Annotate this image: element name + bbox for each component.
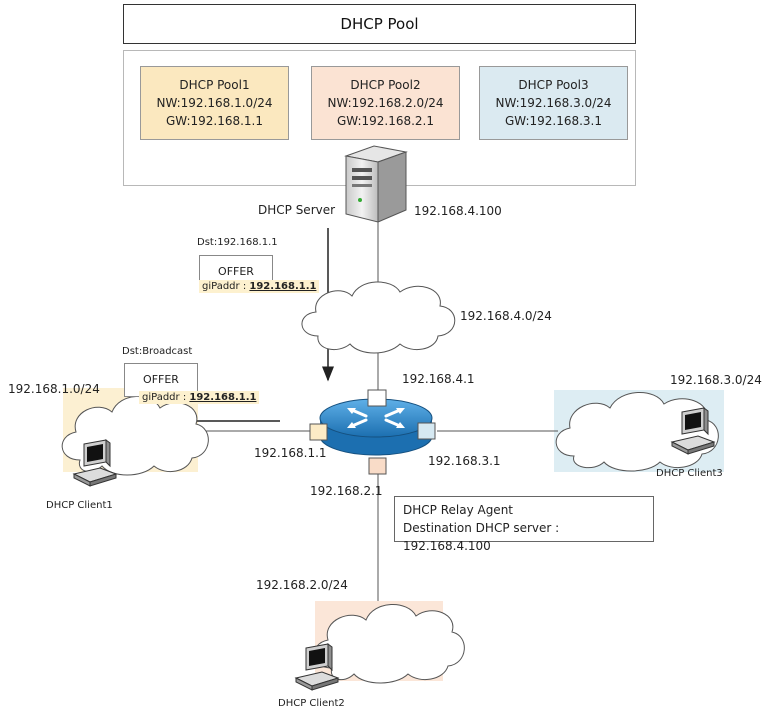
router-if3-label: 192.168.3.1: [428, 454, 501, 468]
server-ip-label: 192.168.4.100: [414, 204, 502, 218]
offer-server-value: 192.168.1.1: [249, 281, 317, 292]
cloud-net4: [301, 281, 456, 354]
offer-server-giaddr: giPaddr : 192.168.1.1: [199, 280, 320, 293]
dhcp-pool-title: DHCP Pool: [340, 15, 419, 33]
offer-server-title: OFFER: [218, 265, 254, 278]
pool2-network: NW:192.168.2.0/24: [327, 96, 444, 110]
router-if1-label: 192.168.1.1: [254, 446, 327, 460]
pool2-name: DHCP Pool2: [350, 78, 421, 92]
client1-label: DHCP Client1: [46, 500, 113, 511]
pool1-gateway: GW:192.168.1.1: [165, 114, 264, 128]
pool3-gateway: GW:192.168.3.1: [504, 114, 603, 128]
router-if2-label: 192.168.2.1: [310, 484, 383, 498]
offer-server-field: giPaddr :: [202, 281, 247, 292]
router-if4-label: 192.168.4.1: [402, 372, 475, 386]
offer-broadcast-dst: Dst:Broadcast: [122, 346, 193, 357]
server-label: DHCP Server: [258, 203, 336, 217]
relay-agent-title: DHCP Relay Agent: [403, 503, 513, 517]
relay-agent-box: DHCP Relay Agent Destination DHCP server…: [394, 496, 654, 553]
server-icon: [344, 145, 408, 223]
router-icon: [319, 398, 433, 456]
router-if-net2: [368, 457, 387, 475]
pool3-network: NW:192.168.3.0/24: [495, 96, 612, 110]
router-if-net3: [417, 422, 436, 440]
net1-label: 192.168.1.0/24: [8, 382, 100, 396]
pc-icon-client2: [294, 643, 340, 691]
router-if-net1: [309, 423, 328, 441]
pool1-name: DHCP Pool1: [179, 78, 250, 92]
pc-icon-client3: [670, 407, 716, 455]
offer-broadcast-title: OFFER: [143, 373, 179, 386]
net2-label: 192.168.2.0/24: [256, 578, 348, 592]
dhcp-pool-header: DHCP Pool: [123, 4, 636, 44]
relay-agent-destination: Destination DHCP server : 192.168.4.100: [403, 521, 560, 553]
pool3-name: DHCP Pool3: [518, 78, 589, 92]
pool2-gateway: GW:192.168.2.1: [336, 114, 435, 128]
dhcp-pool3-box: DHCP Pool3 NW:192.168.3.0/24 GW:192.168.…: [479, 66, 628, 140]
net3-label: 192.168.3.0/24: [670, 373, 762, 387]
net4-label: 192.168.4.0/24: [460, 309, 552, 323]
offer-broadcast-value: 192.168.1.1: [189, 392, 257, 403]
dhcp-pool1-box: DHCP Pool1 NW:192.168.1.0/24 GW:192.168.…: [140, 66, 289, 140]
pool1-network: NW:192.168.1.0/24: [156, 96, 273, 110]
dhcp-pool2-box: DHCP Pool2 NW:192.168.2.0/24 GW:192.168.…: [311, 66, 460, 140]
offer-broadcast-field: giPaddr :: [142, 392, 187, 403]
pc-icon-client1: [72, 439, 118, 487]
router-if-net4: [367, 389, 387, 407]
client2-label: DHCP Client2: [278, 698, 345, 709]
offer-broadcast-giaddr: giPaddr : 192.168.1.1: [139, 391, 260, 404]
client3-label: DHCP Client3: [656, 468, 723, 479]
offer-server-dst: Dst:192.168.1.1: [197, 237, 278, 248]
cloud-net2: [313, 603, 465, 684]
